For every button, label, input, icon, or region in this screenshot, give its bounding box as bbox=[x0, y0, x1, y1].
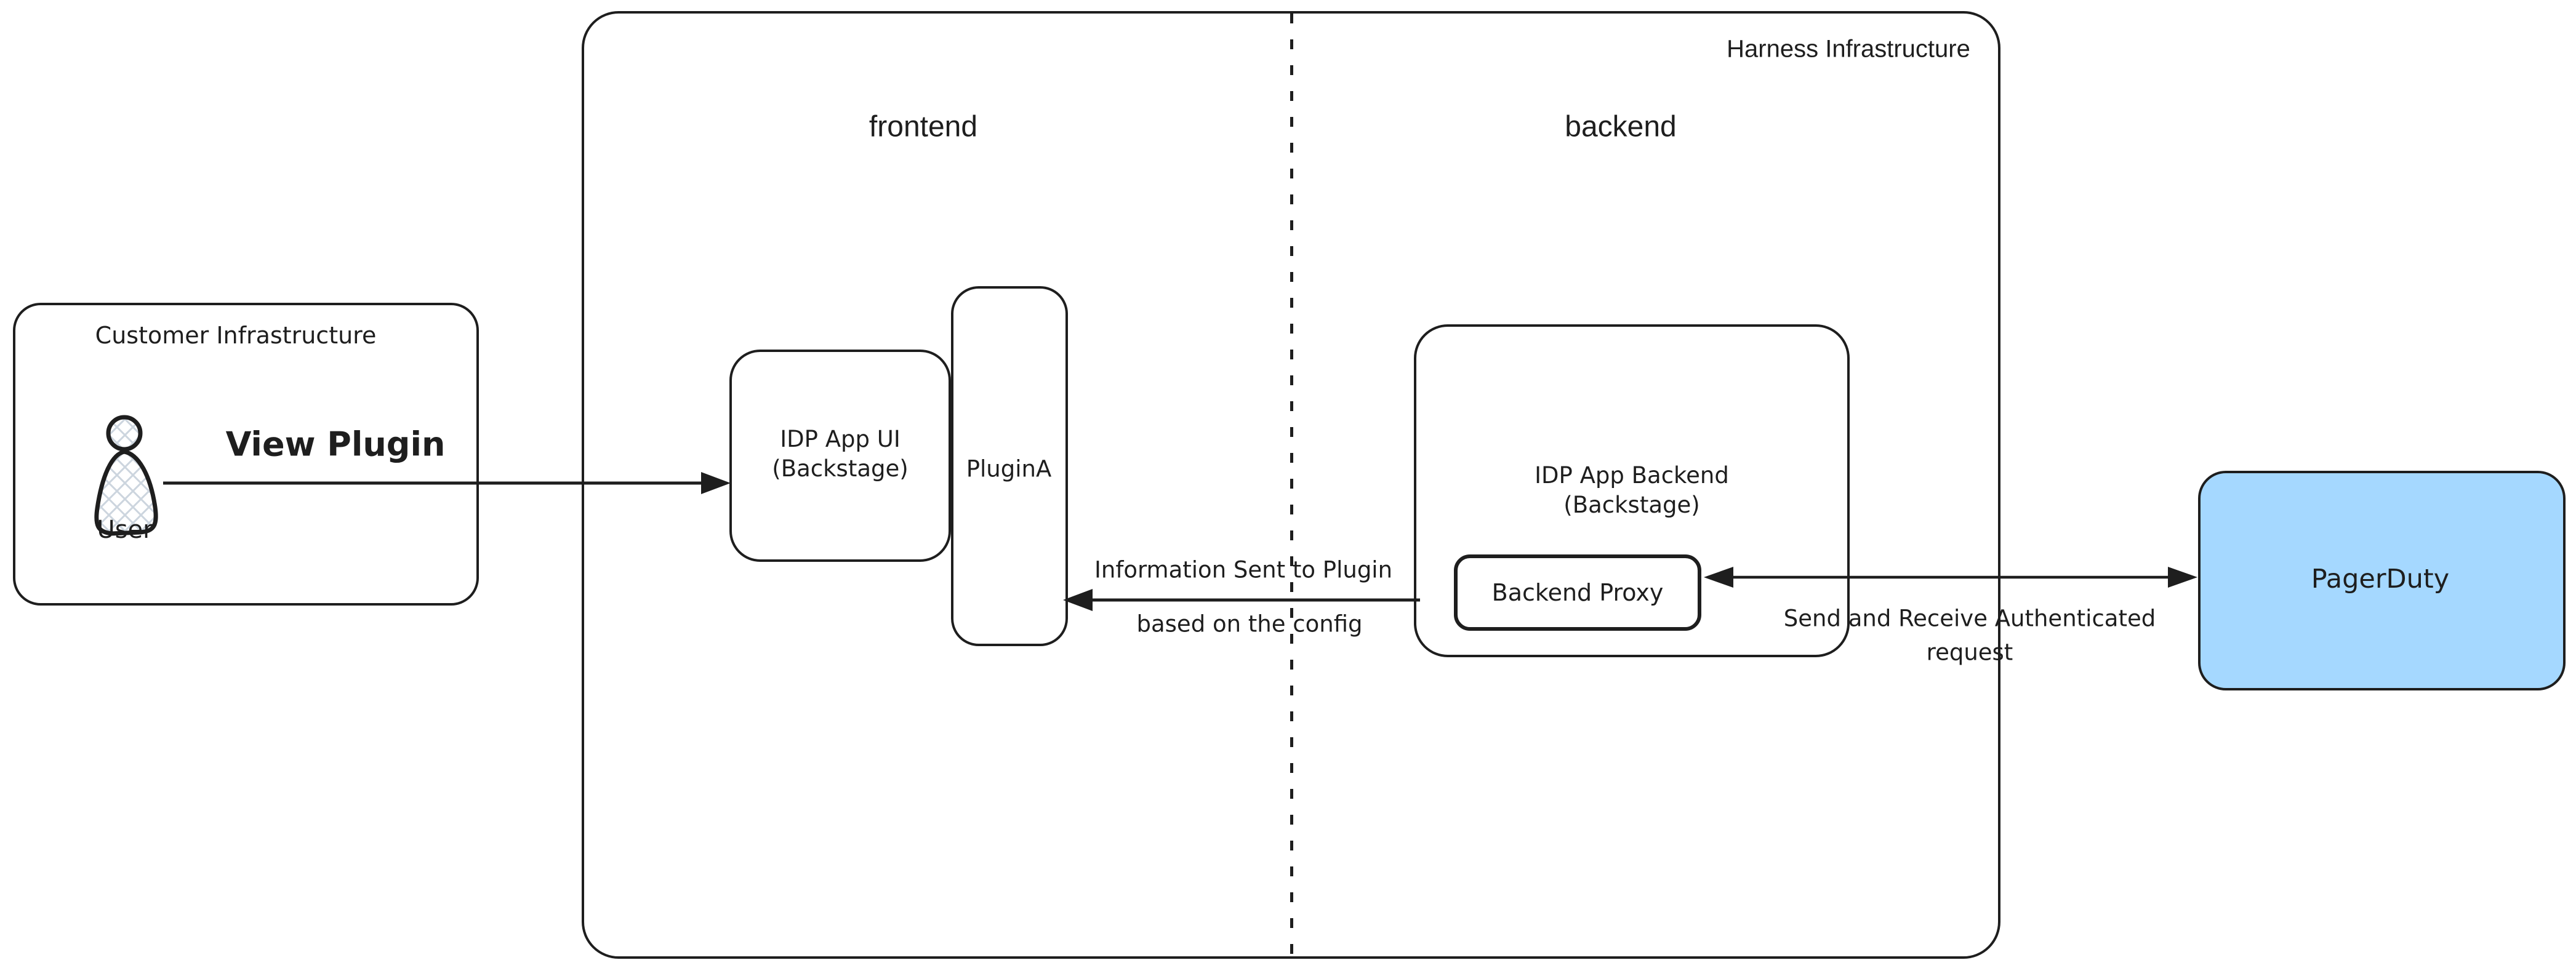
idp-app-ui-label-line2: (Backstage) bbox=[772, 455, 909, 482]
send-receive-arrow bbox=[1704, 567, 2197, 588]
backend-proxy-label: Backend Proxy bbox=[1491, 579, 1664, 606]
frontend-section-label: frontend bbox=[869, 110, 978, 143]
idp-app-backend-box bbox=[1414, 324, 1850, 657]
backend-section-label: backend bbox=[1565, 110, 1677, 143]
info-to-plugin-arrow-label-line2: based on the config bbox=[1136, 610, 1363, 638]
idp-app-backend-label: IDP App Backend (Backstage) bbox=[1447, 461, 1816, 520]
idp-app-backend-label-line2: (Backstage) bbox=[1563, 492, 1700, 518]
send-receive-arrow-label-line1: Send and Receive Authenticated bbox=[1783, 605, 2156, 632]
customer-infrastructure-title: Customer Infrastructure bbox=[95, 322, 377, 349]
idp-app-ui-label: IDP App UI (Backstage) bbox=[736, 425, 945, 484]
harness-infrastructure-title: Harness Infrastructure bbox=[1727, 35, 1970, 63]
backend-proxy-box bbox=[1454, 554, 1701, 631]
plugin-a-box bbox=[951, 286, 1068, 646]
pagerduty-label: PagerDuty bbox=[2311, 564, 2450, 594]
user-node-label: User bbox=[97, 516, 153, 544]
idp-app-ui-box bbox=[729, 350, 951, 562]
send-receive-arrow-label-line2: request bbox=[1926, 639, 2013, 666]
info-to-plugin-arrow-label-line1: Information Sent to Plugin bbox=[1094, 556, 1393, 583]
frontend-backend-divider bbox=[1290, 14, 1293, 957]
view-plugin-arrow-label: View Plugin bbox=[225, 425, 446, 464]
info-to-plugin-arrow bbox=[1063, 589, 1420, 611]
harness-infrastructure-box bbox=[582, 11, 2000, 959]
idp-app-ui-label-line1: IDP App UI bbox=[780, 425, 901, 452]
plugin-a-label: PluginA bbox=[966, 455, 1052, 482]
user-person-icon bbox=[94, 415, 158, 536]
idp-app-backend-label-line1: IDP App Backend bbox=[1535, 462, 1729, 489]
view-plugin-arrow bbox=[163, 472, 731, 494]
customer-infrastructure-box bbox=[13, 303, 479, 606]
pagerduty-box bbox=[2198, 471, 2566, 690]
